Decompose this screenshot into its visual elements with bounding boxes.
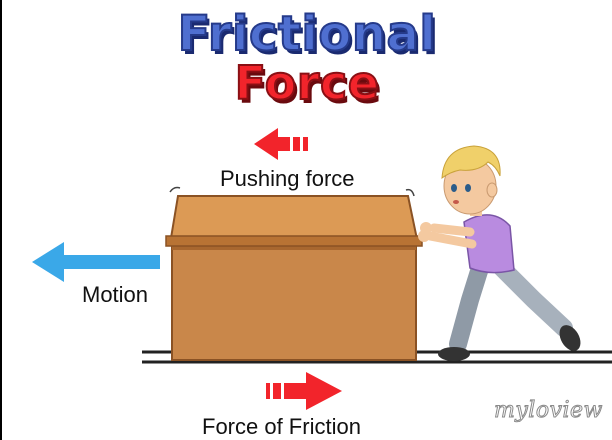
pushing-force-label: Pushing force: [220, 166, 355, 191]
motion-label: Motion: [82, 282, 149, 307]
box: [165, 186, 423, 361]
title-line-1: Frictional: [177, 5, 437, 63]
push-arrow-icon: [254, 128, 308, 160]
title-line-2: Force: [234, 55, 380, 111]
watermark: myloview: [494, 398, 603, 424]
motion-arrow-icon: [32, 242, 160, 282]
boy-figure: [418, 145, 581, 361]
force-of-friction-label: Force of Friction: [202, 414, 361, 439]
friction-arrow-icon: [266, 372, 342, 410]
